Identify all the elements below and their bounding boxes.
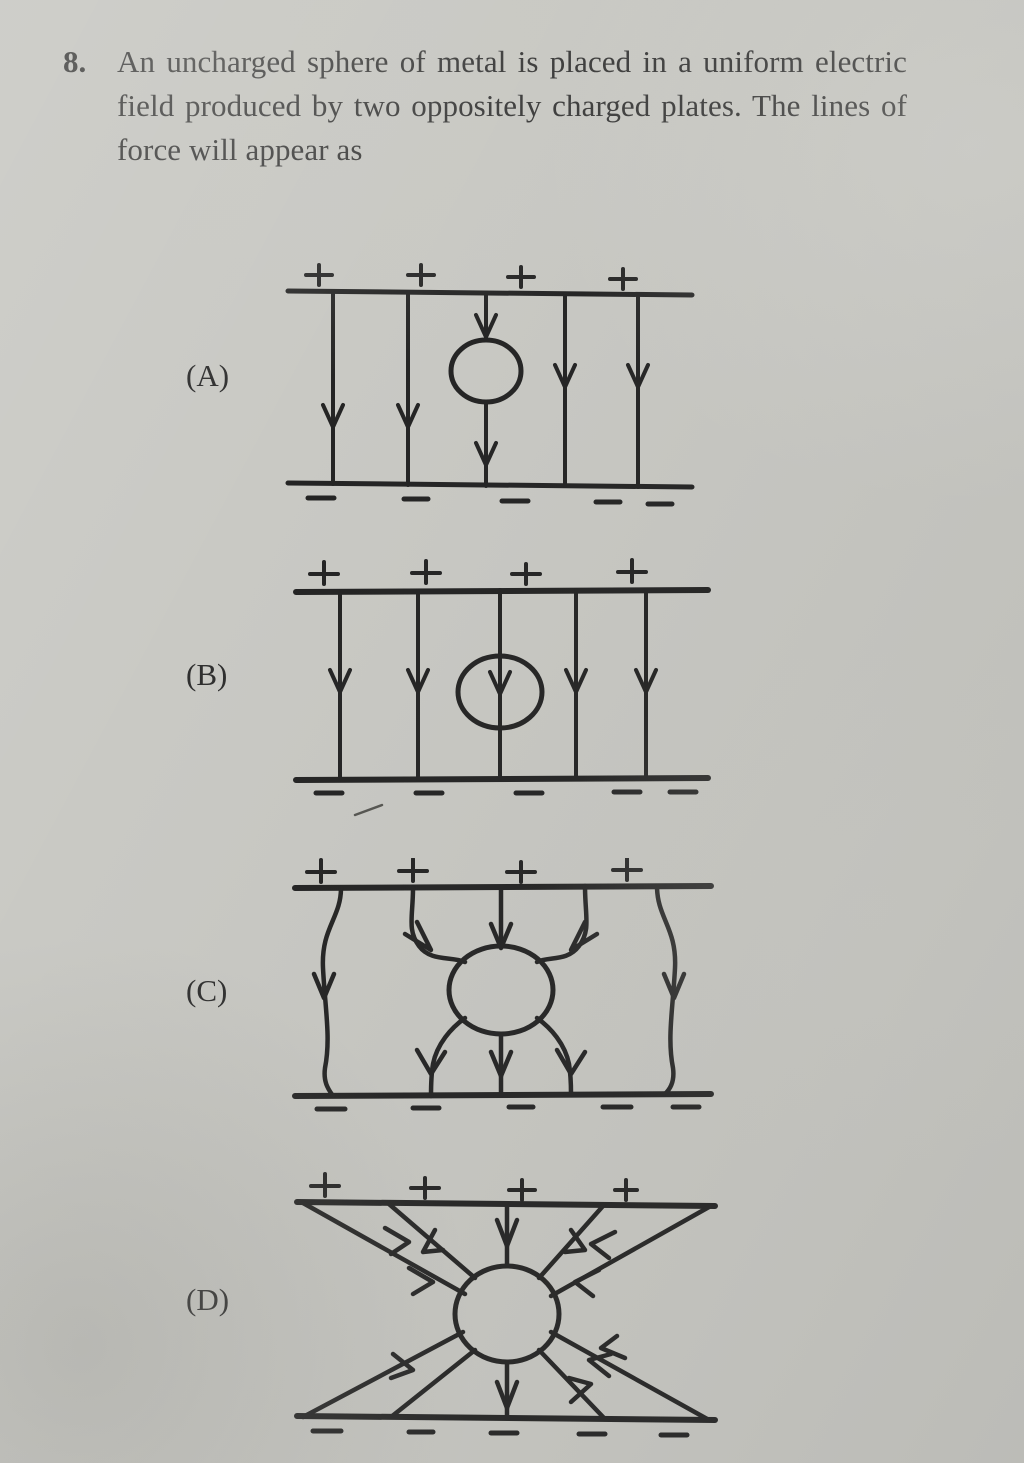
question-block: 8. An uncharged sphere of metal is place… — [63, 40, 943, 172]
field-line-d-dn-1 — [300, 1329, 466, 1420]
option-c-label: (C) — [186, 973, 228, 1008]
minus-signs-c — [314, 1104, 702, 1112]
field-line-d-dn-2 — [388, 1347, 478, 1420]
bottom-plate-a — [285, 480, 695, 490]
field-lines-a — [331, 291, 640, 489]
field-line-c-out-right — [534, 1015, 574, 1097]
figure-option-b — [288, 552, 718, 802]
arrowheads-a — [321, 313, 650, 467]
top-plate-a — [285, 288, 695, 298]
arrowheads-b — [328, 668, 658, 696]
option-d-label: (D) — [186, 1282, 230, 1317]
figure-option-c — [285, 858, 720, 1123]
option-a-label: (A) — [186, 358, 230, 393]
arrowheads-d — [382, 1217, 628, 1411]
arrowheads-c — [311, 919, 687, 1079]
sphere-b — [455, 653, 545, 731]
field-line-d-up-1 — [300, 1200, 468, 1297]
minus-signs-b — [313, 789, 699, 796]
field-line-d-dn-4 — [536, 1347, 608, 1422]
minus-signs-d — [310, 1428, 690, 1438]
question-number: 8. — [63, 44, 87, 79]
plus-signs-c — [305, 858, 643, 884]
field-line-c-outer-left — [320, 885, 344, 1099]
plus-signs-b — [308, 558, 648, 586]
option-b-label: (B) — [186, 657, 228, 692]
sphere-a — [448, 337, 524, 405]
stray-pencil-mark — [353, 803, 384, 817]
question-row: 8. An uncharged sphere of metal is place… — [63, 40, 943, 172]
minus-signs-a — [305, 495, 675, 507]
plus-signs-a — [304, 263, 638, 291]
field-lines-b — [338, 588, 648, 782]
field-line-c-in-right — [534, 883, 589, 965]
field-line-d-dn-5 — [548, 1329, 712, 1423]
sphere-d — [452, 1263, 562, 1365]
field-line-d-up-4 — [536, 1203, 606, 1281]
figure-option-a — [280, 255, 700, 515]
field-line-c-in-left — [409, 885, 468, 965]
question-text: An uncharged sphere of metal is placed i… — [117, 44, 907, 168]
plus-signs-d — [309, 1172, 639, 1202]
field-line-c-out-left — [428, 1015, 468, 1099]
field-line-d-up-2 — [386, 1201, 478, 1281]
figure-option-d — [285, 1172, 725, 1442]
field-line-c-outer-right — [654, 883, 678, 1097]
